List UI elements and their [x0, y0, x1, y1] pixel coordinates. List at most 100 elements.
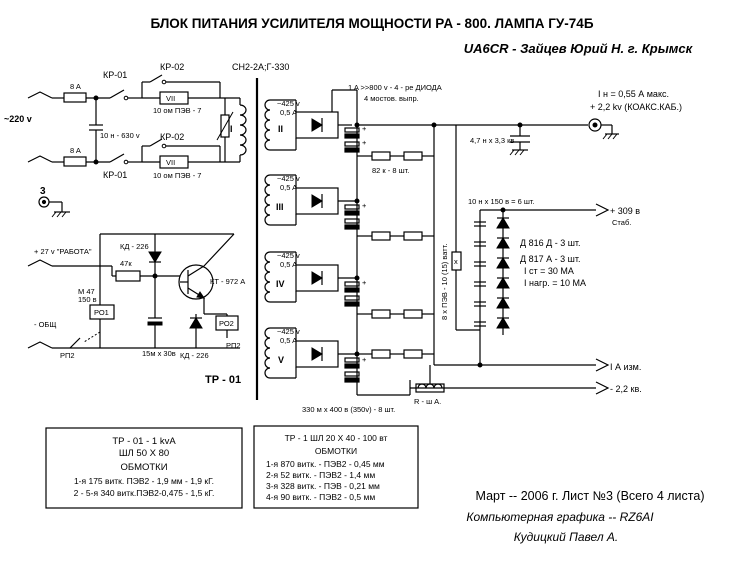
rp2-left-label: РП2 [60, 351, 75, 360]
control-circuit: + 27 v "РАБОТА" - ОБЩ М 47 150 в РО1 РП2… [27, 233, 245, 360]
control-supply: + 27 v "РАБОТА" [34, 247, 92, 256]
resistor-bottom-label: 10 ом ПЭВ - 7 [153, 171, 201, 180]
secondary-iv-label: IV [276, 279, 285, 289]
tr01-spec-core: ШЛ 50 X 80 [119, 448, 169, 459]
hv-output-voltage: + 2,2 kv (КОАКС.КАБ.) [590, 102, 682, 112]
mains-terminal-top [27, 91, 53, 99]
rp2-right-label: РП2 [226, 341, 241, 350]
tr01-spec-title: ТР - 01 - 1 kvA [112, 436, 176, 447]
secondary-iv-voltage: ~425 v [277, 251, 300, 260]
bleeder-x: x [454, 257, 458, 266]
control-common: - ОБЩ [34, 320, 56, 329]
stab-ist: I ст = 30 МА [524, 266, 574, 276]
relay-po1 [89, 304, 115, 320]
transformer-type: СН2-2А;Г-330 [232, 62, 289, 72]
secondary-ii-current: 0,5 A [280, 108, 297, 117]
tr01-spec-box: ТР - 01 - 1 kvA ШЛ 50 X 80 ОБМОТКИ 1-я 1… [45, 427, 243, 509]
hv-output-cap-label: 4,7 н х 3,3 кв [470, 136, 514, 145]
secondary-winding-ii [264, 99, 271, 151]
resistor-top [159, 91, 189, 105]
tr1-windings-title: ОБМОТКИ [315, 446, 357, 456]
mains-input: ~220 v 8 A 8 A 10 н - 630 v КР-01 КР-01 [4, 62, 240, 218]
secondary-winding-iii [264, 174, 271, 226]
tr1-winding-2: 2-я 52 витк. - ПЭВ2 - 1,4 мм [266, 470, 375, 480]
stab-current-measure: I А изм. [610, 362, 641, 372]
relay-kr02-top-label: КР-02 [160, 62, 184, 72]
resistor-bottom [159, 155, 189, 169]
negative-output: - 2,2 кв. [610, 384, 642, 394]
relay-m47: М 47 [78, 287, 95, 296]
control-common-terminal [27, 341, 53, 349]
secondary-ii-label: II [278, 124, 283, 134]
hv-diode-note-1: 1 A >>800 v - 4 - ре ДИОДА [348, 83, 442, 92]
mains-voltage: ~220 v [4, 114, 32, 124]
mains-terminal-bottom [27, 155, 53, 163]
resistor-top-label: 10 ом ПЭВ - 7 [153, 106, 201, 115]
stab-output-sub: Стаб. [612, 218, 631, 227]
tr01-winding-1: 1-я 175 витк. ПЭВ2 - 1,9 мм - 1,9 кГ. [74, 476, 214, 486]
tr1-winding-1: 1-я 870 витк. - ПЭВ2 - 0,45 мм [266, 459, 385, 469]
secondary-section-v: ~425 v 0,5 A V + 330 м х 400 в (350v) - … [264, 327, 434, 414]
relay-kr02-bottom-label: КР-02 [160, 132, 184, 142]
resistor-top-symbol: VII [166, 94, 175, 103]
hv-resistor-label: 82 к - 8 шт. [372, 166, 409, 175]
bleeder-label: 8 х ПЭВ - 10 (15) ватт. [440, 244, 449, 320]
footer-date: Март -- 2006 г. Лист №3 (Всего 4 листа) [476, 489, 705, 503]
hv-output-current: I н = 0,55 А макс. [598, 89, 669, 99]
footer-author: Кудицкий Павел А. [514, 530, 619, 544]
secondary-winding-v [264, 327, 271, 379]
hv-output: 4,7 н х 3,3 кв I н = 0,55 А макс. + 2,2 … [440, 89, 682, 330]
secondary-iii-label: III [276, 202, 284, 212]
secondary-section-ii: ~425 v 0,5 A II + + [264, 89, 588, 175]
tr1-spec-title: ТР - 1 ШЛ 20 X 40 - 100 вт [285, 433, 388, 443]
hv-diode-note-2: 4 мостов. выпр. [364, 94, 419, 103]
control-diode-bottom: КД - 226 [180, 351, 209, 360]
control-supply-terminal [27, 259, 53, 267]
secondary-ii-voltage: ~425 v [277, 99, 300, 108]
secondary-iii-voltage: ~425 v [277, 174, 300, 183]
shunt-label: R - ш А. [414, 397, 441, 406]
relay-m47-value: 150 в [78, 295, 97, 304]
relay-kr01-bottom-label: КР-01 [103, 170, 127, 180]
svg-text:+: + [362, 138, 367, 147]
svg-text:+: + [362, 201, 367, 210]
svg-text:+: + [362, 124, 367, 133]
stab-zener-2: Д 817 А - 3 шт. [520, 254, 580, 264]
tr1-winding-3: 3-я 328 витк. - ПЭВ - 0,21 мм [266, 481, 380, 491]
control-cap: 15м х 30в [142, 349, 176, 358]
stabilizer: 10 н х 150 в = 6 шт. + 309 в [409, 197, 642, 406]
stab-inagr: I нагр. = 10 МА [524, 278, 586, 288]
stab-zener-1: Д 816 Д - 3 шт. [520, 238, 581, 248]
primary-winding [239, 104, 247, 156]
transformer-primary: СН2-2А;Г-330 I ТР - 01 [205, 62, 289, 400]
fuse-bottom [63, 156, 87, 167]
tr01-winding-2: 2 - 5-я 340 витк.ПЭВ2-0,475 - 1,5 кГ. [74, 488, 215, 498]
tr01-windings-title: ОБМОТКИ [120, 462, 167, 473]
secondary-iv-current: 0,5 A [280, 260, 297, 269]
secondary-winding-iv [264, 251, 271, 303]
relay-po1-label: РО1 [94, 308, 109, 317]
fuse-top [63, 92, 87, 103]
stab-caps-label: 10 н х 150 в = 6 шт. [468, 197, 535, 206]
resistor-bottom-symbol: VII [166, 158, 175, 167]
fuse-bottom-label: 8 A [70, 146, 81, 155]
ground-terminal-num: 3 [40, 186, 46, 197]
mains-cap-label: 10 н - 630 v [100, 131, 140, 140]
secondary-section-iv: ~425 v 0,5 A IV + [264, 251, 434, 319]
secondary-sections: ~425 v 0,5 A II + + [264, 83, 588, 414]
fuse-top-label: 8 A [70, 82, 81, 91]
tr1-spec-box: ТР - 1 ШЛ 20 X 40 - 100 вт ОБМОТКИ 1-я 8… [253, 425, 419, 509]
author-line: UA6CR - Зайцев Юрий Н. г. Крымск [464, 41, 694, 56]
secondary-section-iii: ~425 v 0,5 A III + [264, 174, 434, 241]
relay-kr01-top-label: КР-01 [103, 70, 127, 80]
transformer-label: ТР - 01 [205, 374, 241, 386]
control-diode-top: КД - 226 [120, 242, 149, 251]
secondary-iii-current: 0,5 A [280, 183, 297, 192]
secondary-v-current: 0,5 A [280, 336, 297, 345]
tr1-winding-4: 4-я 90 витк. - ПЭВ2 - 0,5 мм [266, 492, 375, 502]
hv-caps-label: 330 м х 400 в (350v) - 8 шт. [302, 405, 395, 414]
stab-output-voltage: + 309 в [610, 206, 640, 216]
svg-text:+: + [362, 355, 367, 364]
